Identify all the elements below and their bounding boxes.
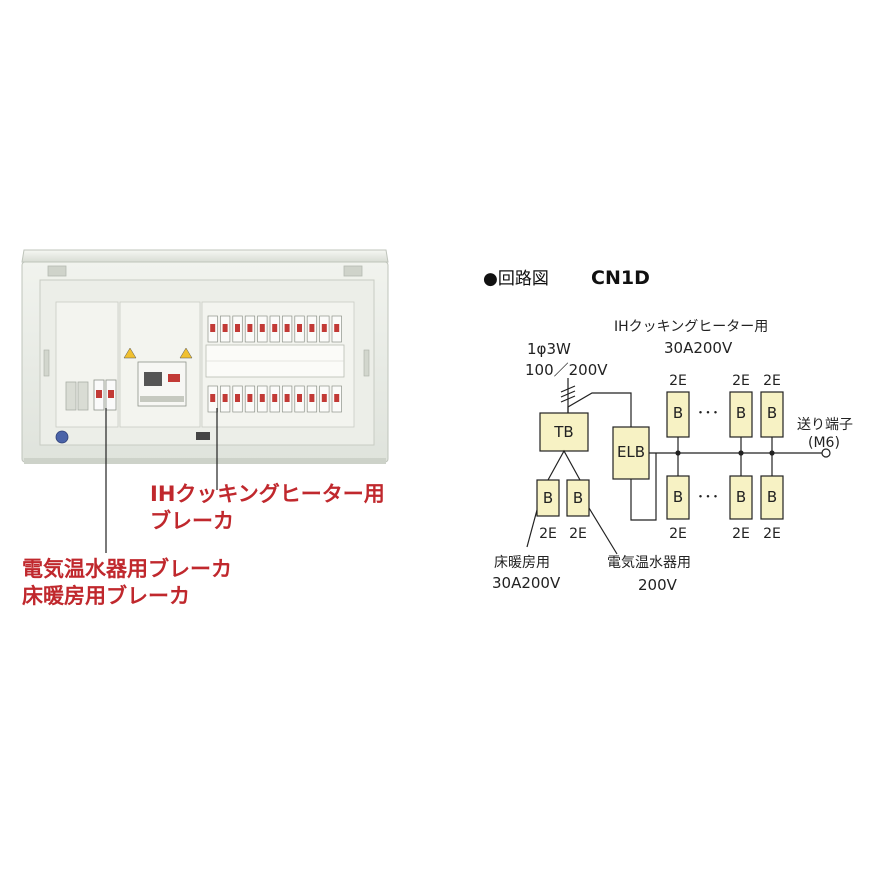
diagram-model: CN1D xyxy=(591,267,650,289)
distribution-panel-image xyxy=(21,249,389,464)
lower-breaker-3 xyxy=(760,475,784,520)
water-breaker-box xyxy=(566,479,590,517)
caption-water-floor-line2: 床暖房用ブレーカ xyxy=(22,584,190,608)
panel-bottom-breaker-handle xyxy=(309,394,315,402)
terminal-model: (M6) xyxy=(808,435,840,451)
lower-breaker-1 xyxy=(666,475,690,520)
panel-top-breaker-handle xyxy=(284,324,290,332)
upper-breaker-3-label: B xyxy=(767,404,777,422)
lower-pole-2: 2E xyxy=(732,526,750,542)
tb-label: TB xyxy=(553,423,573,441)
upper-breaker-3 xyxy=(760,391,784,438)
supply-hatch-3 xyxy=(560,395,576,403)
caption-ih-line2: ブレーカ xyxy=(150,509,234,533)
supply-voltage: 100／200V xyxy=(525,361,608,379)
upper-breaker-2 xyxy=(729,391,753,438)
upper-ellipsis: ･･･ xyxy=(697,404,720,422)
lower-ellipsis: ･･･ xyxy=(697,488,720,506)
lower-pole-3: 2E xyxy=(763,526,781,542)
panel-bottom-breaker-handle xyxy=(235,394,240,402)
upper-breaker-1-label: B xyxy=(673,404,683,422)
ih-label: IHクッキングヒーター用 xyxy=(614,319,768,335)
caption-water-floor-line1: 電気温水器用ブレーカ xyxy=(22,557,232,581)
panel-top-breaker-handle xyxy=(222,324,228,332)
water-pole: 2E xyxy=(569,526,587,542)
supply-hatch-1 xyxy=(560,385,576,393)
panel-bottom-breaker-handle xyxy=(272,394,278,402)
tb-to-elb-wire xyxy=(567,392,632,427)
floor-pole: 2E xyxy=(539,526,557,542)
terminal-label: 送り端子 xyxy=(797,417,853,433)
supply-phase: 1φ3W xyxy=(527,340,571,358)
upper-breaker-2-label: B xyxy=(736,404,746,422)
floor-rating: 30A200V xyxy=(492,574,561,592)
circuit-diagram: ●回路図 CN1D 1φ3W 100／200V IHクッキングヒーター用 30A… xyxy=(483,267,853,594)
panel-top-breaker-handle xyxy=(309,324,315,332)
panel-bottom-breaker-handle xyxy=(222,394,228,402)
caption-ih-line1: IHクッキングヒーター用 xyxy=(150,482,385,506)
elb-output-wire xyxy=(630,453,657,521)
panel-top-breaker-handle xyxy=(297,324,302,332)
panel-bottom-breaker-handle xyxy=(321,394,327,402)
floor-leader xyxy=(526,509,538,548)
lower-breaker-3-label: B xyxy=(767,488,777,506)
panel-top-breaker-handle xyxy=(235,324,240,332)
panel-bottom-breaker-handle xyxy=(284,394,290,402)
elb-label: ELB xyxy=(617,443,645,461)
floor-breaker-box xyxy=(536,479,560,517)
panel-top-breaker-handle xyxy=(259,324,265,332)
ih-rating: 30A200V xyxy=(664,339,733,357)
lower-breaker-1-label: B xyxy=(673,488,683,506)
water-rating: 200V xyxy=(638,576,678,594)
floor-label: 床暖房用 xyxy=(494,555,550,571)
tb-branch-wires xyxy=(547,449,581,481)
upper-pole-2: 2E xyxy=(732,373,750,389)
panel-bottom-breaker-handle xyxy=(334,394,340,402)
panel-bottom-breaker-handle xyxy=(297,394,302,402)
panel-top-breaker-handle xyxy=(210,324,216,332)
panel-bottom-breaker-handle xyxy=(259,394,265,402)
supply-hatch-2 xyxy=(560,390,576,398)
panel-bottom-breaker-handle xyxy=(210,394,216,402)
lower-pole-1: 2E xyxy=(669,526,687,542)
upper-breaker-1 xyxy=(666,391,690,438)
lower-breaker-2 xyxy=(729,475,753,520)
panel-bottom-breaker-handle xyxy=(247,394,253,402)
panel-top-breaker-handle xyxy=(321,324,327,332)
water-leader xyxy=(588,507,618,555)
water-breaker-label: B xyxy=(573,489,583,507)
floor-breaker-label: B xyxy=(543,489,553,507)
panel-top-breaker-handle xyxy=(247,324,253,332)
water-label: 電気温水器用 xyxy=(607,555,691,571)
panel-top-breaker-handle xyxy=(334,324,340,332)
diagram-title: ●回路図 xyxy=(483,269,549,289)
panel-top-breaker-handle xyxy=(272,324,278,332)
lower-breaker-2-label: B xyxy=(736,488,746,506)
upper-pole-1: 2E xyxy=(669,373,687,389)
feed-terminal-symbol xyxy=(821,448,831,458)
upper-pole-3: 2E xyxy=(763,373,781,389)
